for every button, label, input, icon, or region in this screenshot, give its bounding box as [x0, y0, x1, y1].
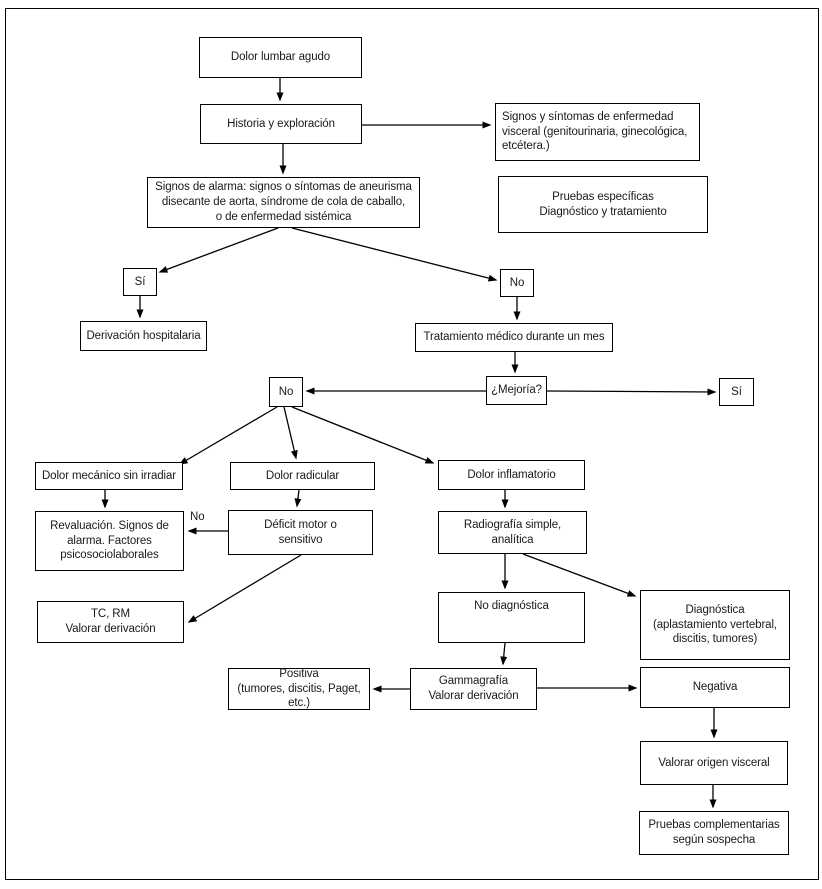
- node-dolor-radicular: Dolor radicular: [230, 462, 375, 490]
- node-label: Signos de alarma: signos o síntomas de a…: [155, 181, 412, 223]
- diagram-border: [5, 8, 819, 880]
- edge-deficit-motor-to-tc-rm: [187, 554, 302, 623]
- edge-dolor-radicular-to-deficit-motor: [294, 489, 302, 508]
- node-label: Positiva (tumores, discitis, Paget, etc.…: [237, 667, 361, 710]
- node-si-izquierda: Sí: [123, 268, 157, 296]
- node-label: No: [278, 385, 294, 398]
- node-label: No: [509, 276, 525, 289]
- node-label: Dolor lumbar agudo: [230, 51, 331, 64]
- node-derivacion-hospitalaria: Derivación hospitalaria: [80, 321, 207, 351]
- node-diagnostica: Diagnóstica (aplastamiento vertebral, di…: [640, 590, 790, 660]
- node-label: Derivación hospitalaria: [86, 329, 201, 342]
- node-valorar-origen-visceral: Valorar origen visceral: [640, 741, 788, 785]
- node-dolor-inflamatorio: Dolor inflamatorio: [438, 460, 585, 490]
- node-label: Revaluación. Signos de alarma. Factores …: [50, 519, 169, 562]
- node-pruebas-especificas: Pruebas específicas Diagnóstico y tratam…: [498, 176, 708, 233]
- node-label: Tratamiento médico durante un mes: [423, 331, 605, 344]
- node-label: Pruebas complementarias según sospecha: [648, 819, 780, 846]
- node-si-derecha: Sí: [719, 378, 754, 406]
- node-historia-exploracion: Historia y exploración: [200, 104, 362, 144]
- node-gammagrafia: Gammagrafía Valorar derivación: [410, 668, 537, 710]
- node-radiografia-simple: Radiografía simple, analítica: [438, 511, 587, 554]
- node-pruebas-complementarias: Pruebas complementarias según sospecha: [639, 811, 789, 855]
- edge-no-izquierda-to-dolor-mecanico: [178, 406, 278, 465]
- node-mejoria: ¿Mejoría?: [486, 376, 547, 405]
- node-deficit-motor: Déficit motor o sensitivo: [228, 510, 373, 555]
- node-label: Sí: [134, 275, 146, 288]
- edge-signos-alarma-to-no-derecha-superior: [291, 227, 498, 282]
- node-label: Negativa: [692, 681, 738, 694]
- edge-no-izquierda-to-dolor-radicular: [283, 406, 298, 460]
- edge-label-no: No: [188, 511, 207, 523]
- edge-mejoria-to-si-derecha: [546, 388, 717, 396]
- node-label: Déficit motor o sensitivo: [264, 518, 337, 546]
- node-tratamiento-medico: Tratamiento médico durante un mes: [415, 323, 613, 352]
- node-label: Signos y síntomas de enfermedad visceral…: [502, 110, 688, 153]
- node-label: No diagnóstica: [474, 600, 549, 612]
- node-tc-rm: TC, RM Valorar derivación: [37, 601, 184, 643]
- node-dolor-mecanico: Dolor mecánico sin irradiar: [35, 462, 183, 490]
- node-label: Sí: [731, 385, 742, 398]
- node-label: Historia y exploración: [227, 117, 335, 130]
- node-label: Pruebas específicas Diagnóstico y tratam…: [539, 190, 667, 218]
- edge-no-diagnostica-to-gammagrafia: [500, 642, 508, 666]
- node-label: TC, RM Valorar derivación: [65, 608, 156, 635]
- node-signos-sintomas-visceral: Signos y síntomas de enfermedad visceral…: [495, 103, 700, 161]
- node-dolor-lumbar-agudo: Dolor lumbar agudo: [199, 37, 362, 78]
- node-no-diagnostica: No diagnóstica: [438, 592, 585, 643]
- edge-no-izquierda-to-dolor-inflamatorio: [291, 406, 435, 464]
- edge-signos-alarma-to-si-izquierda: [158, 227, 279, 273]
- node-revaluacion: Revaluación. Signos de alarma. Factores …: [35, 511, 184, 571]
- node-no-izquierda: No: [269, 377, 303, 407]
- node-negativa: Negativa: [640, 667, 790, 708]
- node-positiva: Positiva (tumores, discitis, Paget, etc.…: [228, 668, 370, 710]
- node-signos-alarma: Signos de alarma: signos o síntomas de a…: [147, 177, 420, 228]
- node-label: Dolor inflamatorio: [467, 468, 556, 481]
- node-label: Diagnóstica (aplastamiento vertebral, di…: [652, 603, 778, 646]
- edge-radiografia-simple-to-diagnostica: [522, 553, 637, 597]
- node-label: Dolor mecánico sin irradiar: [41, 469, 177, 482]
- node-label: ¿Mejoría?: [491, 384, 542, 397]
- node-label: Gammagrafía Valorar derivación: [428, 675, 519, 702]
- node-label: Radiografía simple, analítica: [463, 518, 562, 546]
- node-label: Dolor radicular: [265, 469, 340, 482]
- node-no-derecha-superior: No: [500, 269, 534, 297]
- node-label: Valorar origen visceral: [658, 756, 770, 769]
